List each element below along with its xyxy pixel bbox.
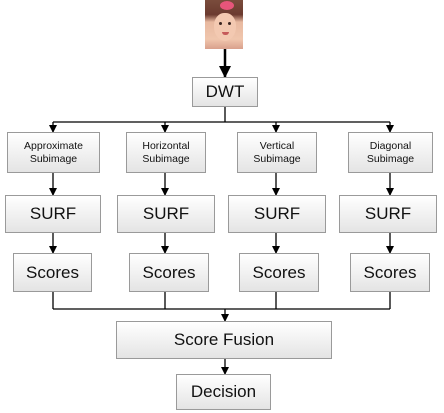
surf-box-diagonal: SURF: [339, 195, 437, 233]
approximate-subimage-box: Approximate Subimage: [7, 132, 100, 173]
score-fusion-label: Score Fusion: [173, 330, 275, 350]
scores-box-vertical: Scores: [239, 253, 319, 292]
face: [214, 13, 236, 41]
surf-box-vertical: SURF: [228, 195, 326, 233]
vertical-subimage-label: Vertical Subimage: [253, 140, 301, 165]
surf-label: SURF: [29, 204, 77, 224]
face-photo-icon: [205, 0, 243, 49]
surf-label: SURF: [142, 204, 190, 224]
scores-box-horizontal: Scores: [129, 253, 209, 292]
scores-label: Scores: [142, 262, 196, 282]
horizontal-subimage-label: Horizontal Subimage: [142, 140, 190, 165]
mouth: [222, 32, 229, 35]
horizontal-subimage-box: Horizontal Subimage: [126, 132, 206, 173]
scores-box-approximate: Scores: [13, 253, 92, 292]
decision-box: Decision: [176, 374, 271, 410]
decision-label: Decision: [190, 382, 257, 402]
surf-box-horizontal: SURF: [117, 195, 215, 233]
surf-box-approximate: SURF: [5, 195, 101, 233]
approximate-subimage-label: Approximate Subimage: [24, 140, 83, 165]
hair-bow: [220, 1, 234, 10]
score-fusion-box: Score Fusion: [116, 321, 332, 359]
surf-label: SURF: [364, 204, 412, 224]
diagonal-subimage-box: Diagonal Subimage: [348, 132, 433, 173]
scores-label: Scores: [252, 262, 306, 282]
eye: [219, 22, 222, 25]
scores-label: Scores: [26, 262, 79, 282]
diagonal-subimage-label: Diagonal Subimage: [366, 140, 415, 165]
surf-label: SURF: [253, 204, 301, 224]
scores-label: Scores: [363, 262, 417, 282]
scores-box-diagonal: Scores: [350, 253, 430, 292]
dwt-label: DWT: [205, 82, 245, 102]
eye: [228, 22, 231, 25]
vertical-subimage-box: Vertical Subimage: [237, 132, 317, 173]
dwt-box: DWT: [192, 77, 258, 107]
